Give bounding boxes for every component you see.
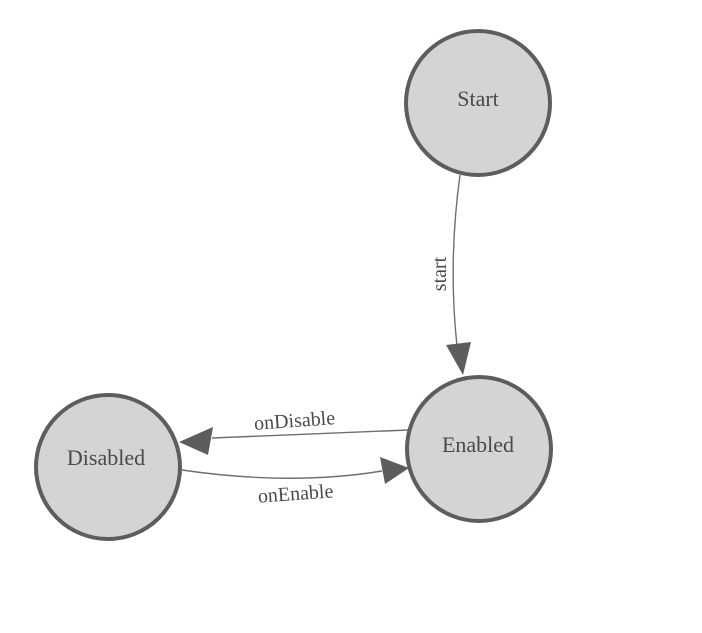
- edge-label-start: start: [429, 256, 451, 291]
- edge-label-onenable: onEnable: [257, 480, 334, 507]
- edge-disabled-to-enabled: onEnable: [181, 457, 409, 508]
- state-node-disabled[interactable]: Disabled: [34, 393, 182, 541]
- state-node-disabled-circle[interactable]: [34, 393, 182, 541]
- edge-start-to-enabled-line: [452, 174, 461, 347]
- state-node-start-circle[interactable]: [404, 29, 552, 177]
- state-node-disabled-label: Disabled: [67, 445, 145, 470]
- state-node-enabled-circle[interactable]: [405, 375, 553, 523]
- arrowhead-start-to-enabled-icon: [446, 342, 471, 375]
- arrowhead-enabled-to-disabled-icon: [179, 427, 213, 455]
- state-node-enabled-label: Enabled: [442, 432, 514, 457]
- edge-start-to-enabled: start: [429, 174, 471, 375]
- edge-disabled-to-enabled-line: [181, 469, 383, 479]
- edge-label-ondisable: onDisable: [253, 407, 336, 435]
- edge-enabled-to-disabled-line: [211, 429, 410, 439]
- state-node-start-label: Start: [457, 86, 499, 111]
- state-node-start[interactable]: Start: [404, 29, 552, 177]
- arrowhead-disabled-to-enabled-icon: [380, 457, 409, 484]
- state-node-enabled[interactable]: Enabled: [405, 375, 553, 523]
- edge-enabled-to-disabled: onDisable: [179, 407, 410, 455]
